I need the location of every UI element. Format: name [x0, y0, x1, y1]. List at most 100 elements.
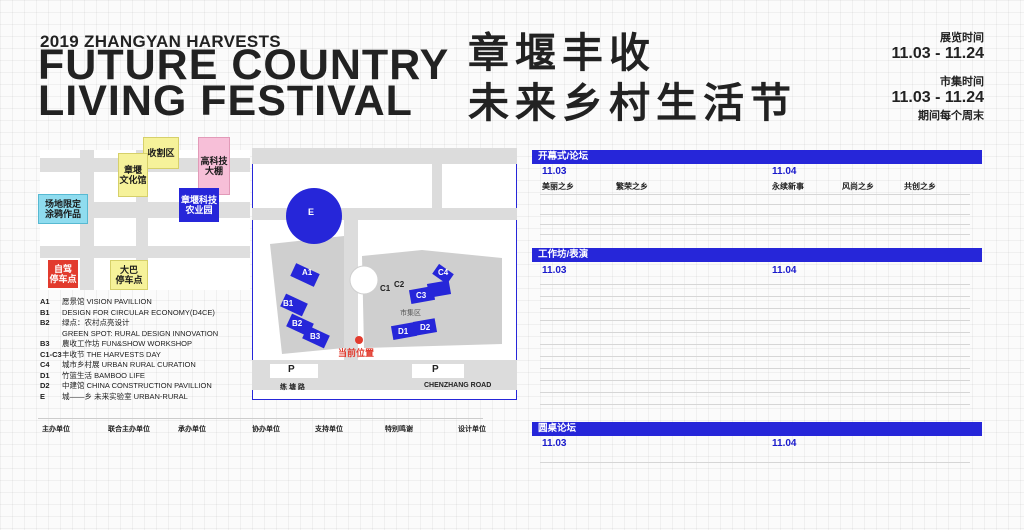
event-title: FUTURE COUNTRY LIVING FESTIVAL	[38, 41, 450, 125]
legend-code: D1	[40, 370, 50, 380]
roundtable-header: 圆桌论坛	[532, 422, 982, 436]
legend-code	[40, 329, 62, 340]
pavilion-d1-label[interactable]: D1	[398, 327, 409, 336]
sponsor-executor: 承办单位	[178, 426, 206, 433]
legend-code: B1	[40, 307, 50, 317]
divider	[540, 194, 970, 195]
roundtable-day1: 11.03	[542, 438, 567, 449]
pavilion-b2-label[interactable]: B2	[292, 319, 303, 328]
event-subtitle: 2019 ZHANGYAN HARVESTS	[40, 32, 281, 51]
opening-forum-header: 开幕式/论坛	[532, 150, 982, 164]
sponsor-assistant: 协办单位	[252, 426, 280, 433]
pavilion-c4-label[interactable]: C4	[438, 268, 449, 277]
site-map-drawing	[251, 147, 518, 401]
sponsor-divider	[38, 418, 483, 419]
divider	[540, 234, 970, 235]
divider	[540, 308, 970, 309]
legend-text: DESIGN FOR CIRCULAR ECONOMY(D4CE)	[62, 307, 215, 317]
exhibition-info: 展览时间 11.03 - 11.24	[891, 29, 984, 63]
section-sustainable: 永续新事	[772, 182, 804, 191]
divider	[540, 214, 970, 215]
legend-text: 城——乡 未来实验室 URBAN-RURAL	[62, 391, 188, 401]
divider	[540, 296, 970, 297]
pavilion-e-label[interactable]: E	[308, 207, 315, 217]
section-fashion-village: 风尚之乡	[842, 182, 874, 191]
divider	[540, 332, 970, 333]
divider	[540, 404, 970, 405]
divider	[540, 368, 970, 369]
legend-text: 愿景馆 VISION PAVILLION	[62, 297, 152, 306]
zone-bus-parking[interactable]: 大巴 停车点	[110, 260, 148, 290]
divider	[540, 224, 970, 225]
market-label: 市集时间	[940, 76, 984, 88]
parking-right: P	[432, 364, 439, 375]
divider	[540, 204, 970, 205]
sponsor-thanks: 特别鸣谢	[385, 426, 413, 433]
pavilion-c3-label[interactable]: C3	[416, 291, 427, 300]
opening-day2: 11.04	[772, 166, 797, 177]
zone-high-tech-greenhouse[interactable]: 高科技 大棚	[198, 137, 230, 195]
pavilion-b1-label[interactable]: B1	[283, 299, 294, 308]
section-prosperous-village: 繁荣之乡	[616, 182, 648, 191]
opening-day1: 11.03	[542, 166, 567, 177]
legend-item: B3 農收工作坊 FUN&SHOW WORKSHOP	[40, 339, 218, 350]
divider	[540, 356, 970, 357]
site-map: E A1 B1 B2 B3 C1 C2 C3 C4 D1 D2 市集区 当前位置…	[251, 147, 518, 401]
pavilion-a1-label[interactable]: A1	[302, 268, 313, 277]
workshop-day1: 11.03	[542, 265, 567, 276]
exhibition-dates: 11.03 - 11.24	[891, 45, 984, 62]
legend-code: B3	[40, 339, 50, 348]
roundtable-day2: 11.04	[772, 438, 797, 449]
market-note: 期间每个周末	[918, 110, 984, 122]
overview-map: 收割区 章堰 文化馆 高科技 大棚 章堰科技 农业园 场地限定 涂鸦作品 自驾 …	[38, 137, 250, 290]
market-info: 市集时间 11.03 - 11.24 期间每个周末	[891, 73, 984, 123]
schedule-panel: 开幕式/论坛 11.03 11.04 美丽之乡 繁荣之乡 永续新事 风尚之乡 共…	[532, 150, 982, 530]
legend-text: 绿点：农村点亮设计	[62, 318, 130, 327]
divider	[540, 392, 970, 393]
road-en: CHENZHANG ROAD	[424, 382, 492, 389]
legend-item: B1 DESIGN FOR CIRCULAR ECONOMY(D4CE)	[40, 308, 218, 319]
zone-harvest[interactable]: 收割区	[143, 137, 179, 169]
zone-self-drive-parking[interactable]: 自驾 停车点	[48, 260, 78, 288]
sponsor-support: 支持单位	[315, 426, 343, 433]
legend-item: C4 城市乡村展 URBAN RURAL CURATION	[40, 360, 218, 371]
zone-graffiti[interactable]: 场地限定 涂鸦作品	[38, 194, 88, 224]
legend-text: 竹篮生活 BAMBOO LIFE	[62, 370, 145, 380]
divider	[540, 380, 970, 381]
zone-cultural-center[interactable]: 章堰 文化馆	[118, 153, 148, 197]
legend-code: B2	[40, 318, 50, 327]
legend-item: D1 竹篮生活 BAMBOO LIFE	[40, 371, 218, 382]
legend-item: D2 中建馆 CHINA CONSTRUCTION PAVILLION	[40, 381, 218, 392]
road-cn: 练 塘 路	[280, 384, 305, 391]
market-zone-label: 市集区	[400, 310, 421, 317]
sponsor-organizer: 主办单位	[42, 426, 70, 433]
pavilion-d2-label[interactable]: D2	[420, 323, 431, 332]
pavilion-b3-label[interactable]: B3	[310, 332, 321, 341]
current-location: 当前位置	[338, 348, 375, 358]
divider	[540, 462, 970, 463]
legend-text: 城市乡村展 URBAN RURAL CURATION	[62, 360, 196, 369]
legend-code: C4	[40, 360, 50, 369]
legend-text: 農收工作坊 FUN&SHOW WORKSHOP	[62, 339, 193, 348]
workshop-header: 工作坊/表演	[532, 248, 982, 262]
sponsor-co-organizer: 联合主办单位	[108, 426, 150, 433]
section-beautiful-village: 美丽之乡	[542, 182, 574, 191]
exhibition-label: 展览时间	[940, 32, 984, 44]
section-co-creation: 共创之乡	[904, 182, 936, 191]
divider	[540, 344, 970, 345]
zone-tech-agri-park[interactable]: 章堰科技 农业园	[179, 188, 219, 222]
pavilion-c1-label[interactable]: C1	[380, 284, 391, 293]
workshop-day2: 11.04	[772, 265, 797, 276]
divider	[540, 320, 970, 321]
legend-code: D2	[40, 381, 50, 390]
legend-code: E	[40, 391, 46, 401]
divider	[540, 284, 970, 285]
legend-item: B2 绿点：农村点亮设计	[40, 318, 218, 329]
legend-text: 丰收节 THE HARVESTS DAY	[62, 349, 161, 359]
event-title-cn: 章堰丰收 未来乡村生活节	[468, 29, 797, 127]
pavilion-c2-label[interactable]: C2	[394, 280, 405, 289]
legend-text: 中建馆 CHINA CONSTRUCTION PAVILLION	[62, 381, 212, 390]
legend-item: E 城——乡 未来实验室 URBAN-RURAL	[40, 392, 218, 403]
